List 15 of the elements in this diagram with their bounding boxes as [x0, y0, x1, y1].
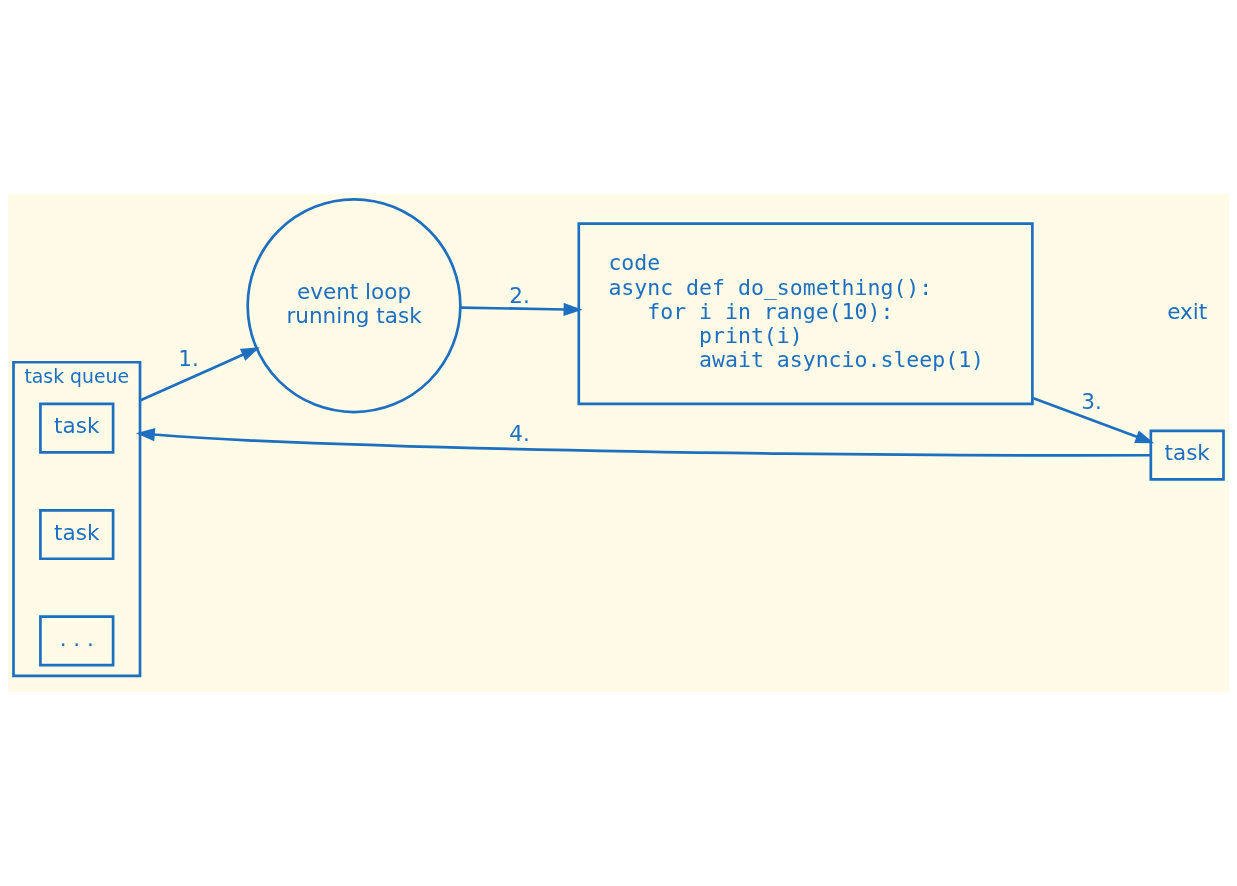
- arrow: [460, 302, 583, 317]
- edge-label: 3.: [1081, 389, 1102, 415]
- node-box: . . .: [39, 615, 115, 667]
- node-box: task: [39, 402, 115, 454]
- node-box: task: [39, 508, 115, 561]
- arrow: [139, 347, 260, 402]
- node-circle: event loop running task: [246, 198, 462, 414]
- arrow: [1032, 396, 1155, 444]
- label: exit: [1167, 298, 1208, 324]
- edge-label: 4.: [509, 421, 530, 447]
- node-box: task: [1149, 429, 1225, 481]
- edge-label: 1.: [178, 346, 199, 372]
- node-box: code async def do_something(): for i in range(10): print(i) await asyncio.sleep(1): [577, 222, 1034, 406]
- edge-label: 2.: [509, 282, 530, 308]
- arrow: [135, 428, 1151, 457]
